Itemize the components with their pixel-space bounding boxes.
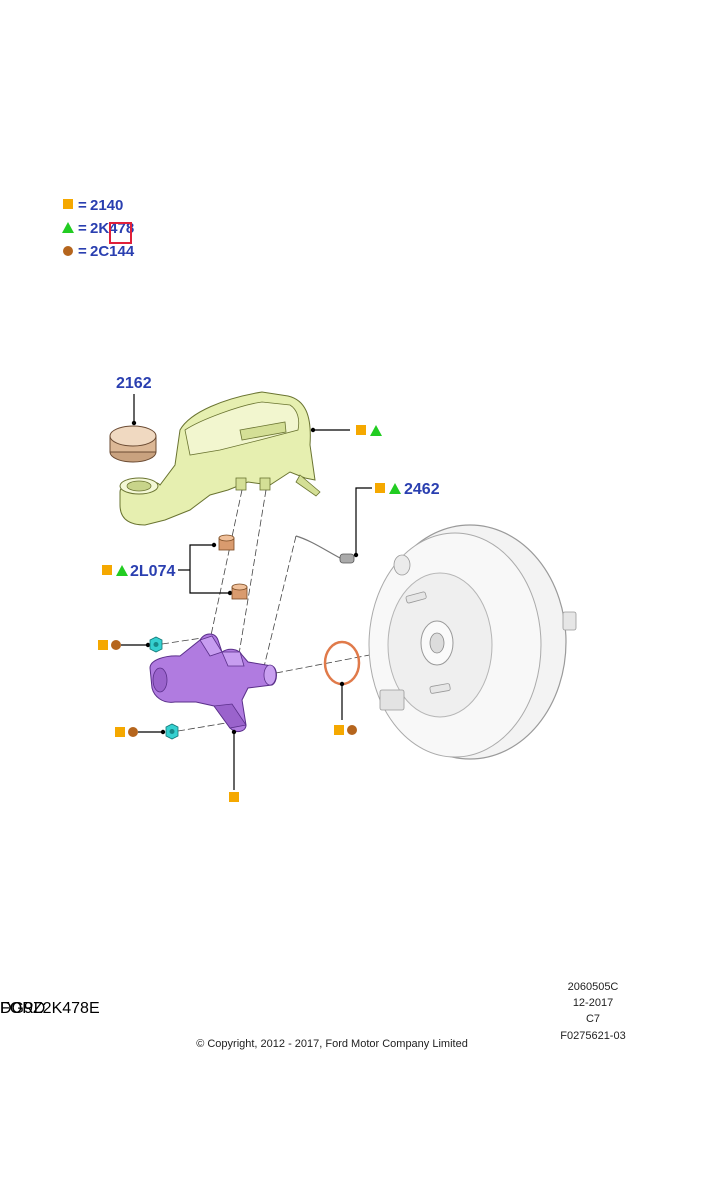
grommet-triangle-icon — [116, 565, 128, 576]
brand-name: FORD — [0, 1000, 46, 1017]
reservoir-triangle-icon — [370, 425, 382, 436]
nut-upper-circle-icon — [111, 640, 121, 650]
brake-fluid-reservoir — [119, 391, 321, 526]
reservoir-square-icon — [356, 425, 366, 435]
callout-cap[interactable]: 2162 — [116, 375, 152, 392]
part-number: DG9Z2K478E — [0, 1000, 100, 1017]
legend: = 2140 = 2K478 = 2C144 — [62, 197, 135, 260]
legend-square-icon — [63, 199, 73, 209]
drawing-code: 2060505C — [568, 981, 619, 993]
grommet-upper — [218, 534, 235, 551]
grommet-square-icon — [102, 565, 112, 575]
legend-item-2140[interactable]: 2140 — [90, 197, 123, 214]
callout-grommet[interactable]: 2L074 — [130, 563, 175, 580]
legend-item-2k478[interactable]: 2K478 — [90, 220, 134, 237]
drawing-info: 2060505C 12-2017 C7 F0275621-03 — [560, 981, 625, 1042]
seal-square-icon — [334, 725, 344, 735]
seal-circle-icon — [347, 725, 357, 735]
nut-lower — [165, 723, 179, 740]
svg-text:=: = — [78, 243, 87, 260]
reservoir-cap — [109, 425, 157, 463]
copyright-notice: © Copyright, 2012 - 2017, Ford Motor Com… — [196, 1038, 468, 1050]
nut-upper — [149, 636, 163, 653]
legend-triangle-icon — [62, 222, 74, 233]
drawing-date: 12-2017 — [573, 997, 613, 1009]
master-cylinder-square-icon — [229, 792, 239, 802]
drawing-rev: C7 — [586, 1013, 600, 1025]
legend-circle-icon — [63, 246, 73, 256]
callout-sensor[interactable]: 2462 — [404, 481, 440, 498]
brake-master-cylinder — [149, 633, 277, 733]
highlight-box — [109, 222, 132, 244]
brake-booster — [368, 524, 577, 760]
drawing-ref: F0275621-03 — [560, 1030, 625, 1042]
footer — [0, 1000, 708, 1200]
sensor-square-icon — [375, 483, 385, 493]
grommet-lower — [231, 583, 248, 600]
sensor-triangle-icon — [389, 483, 401, 494]
nut-lower-square-icon — [115, 727, 125, 737]
svg-text:=: = — [78, 220, 87, 237]
nut-lower-circle-icon — [128, 727, 138, 737]
fluid-level-sensor — [295, 535, 355, 564]
legend-eq: = — [78, 197, 87, 214]
legend-item-2c144[interactable]: 2C144 — [90, 243, 135, 260]
nut-upper-square-icon — [98, 640, 108, 650]
